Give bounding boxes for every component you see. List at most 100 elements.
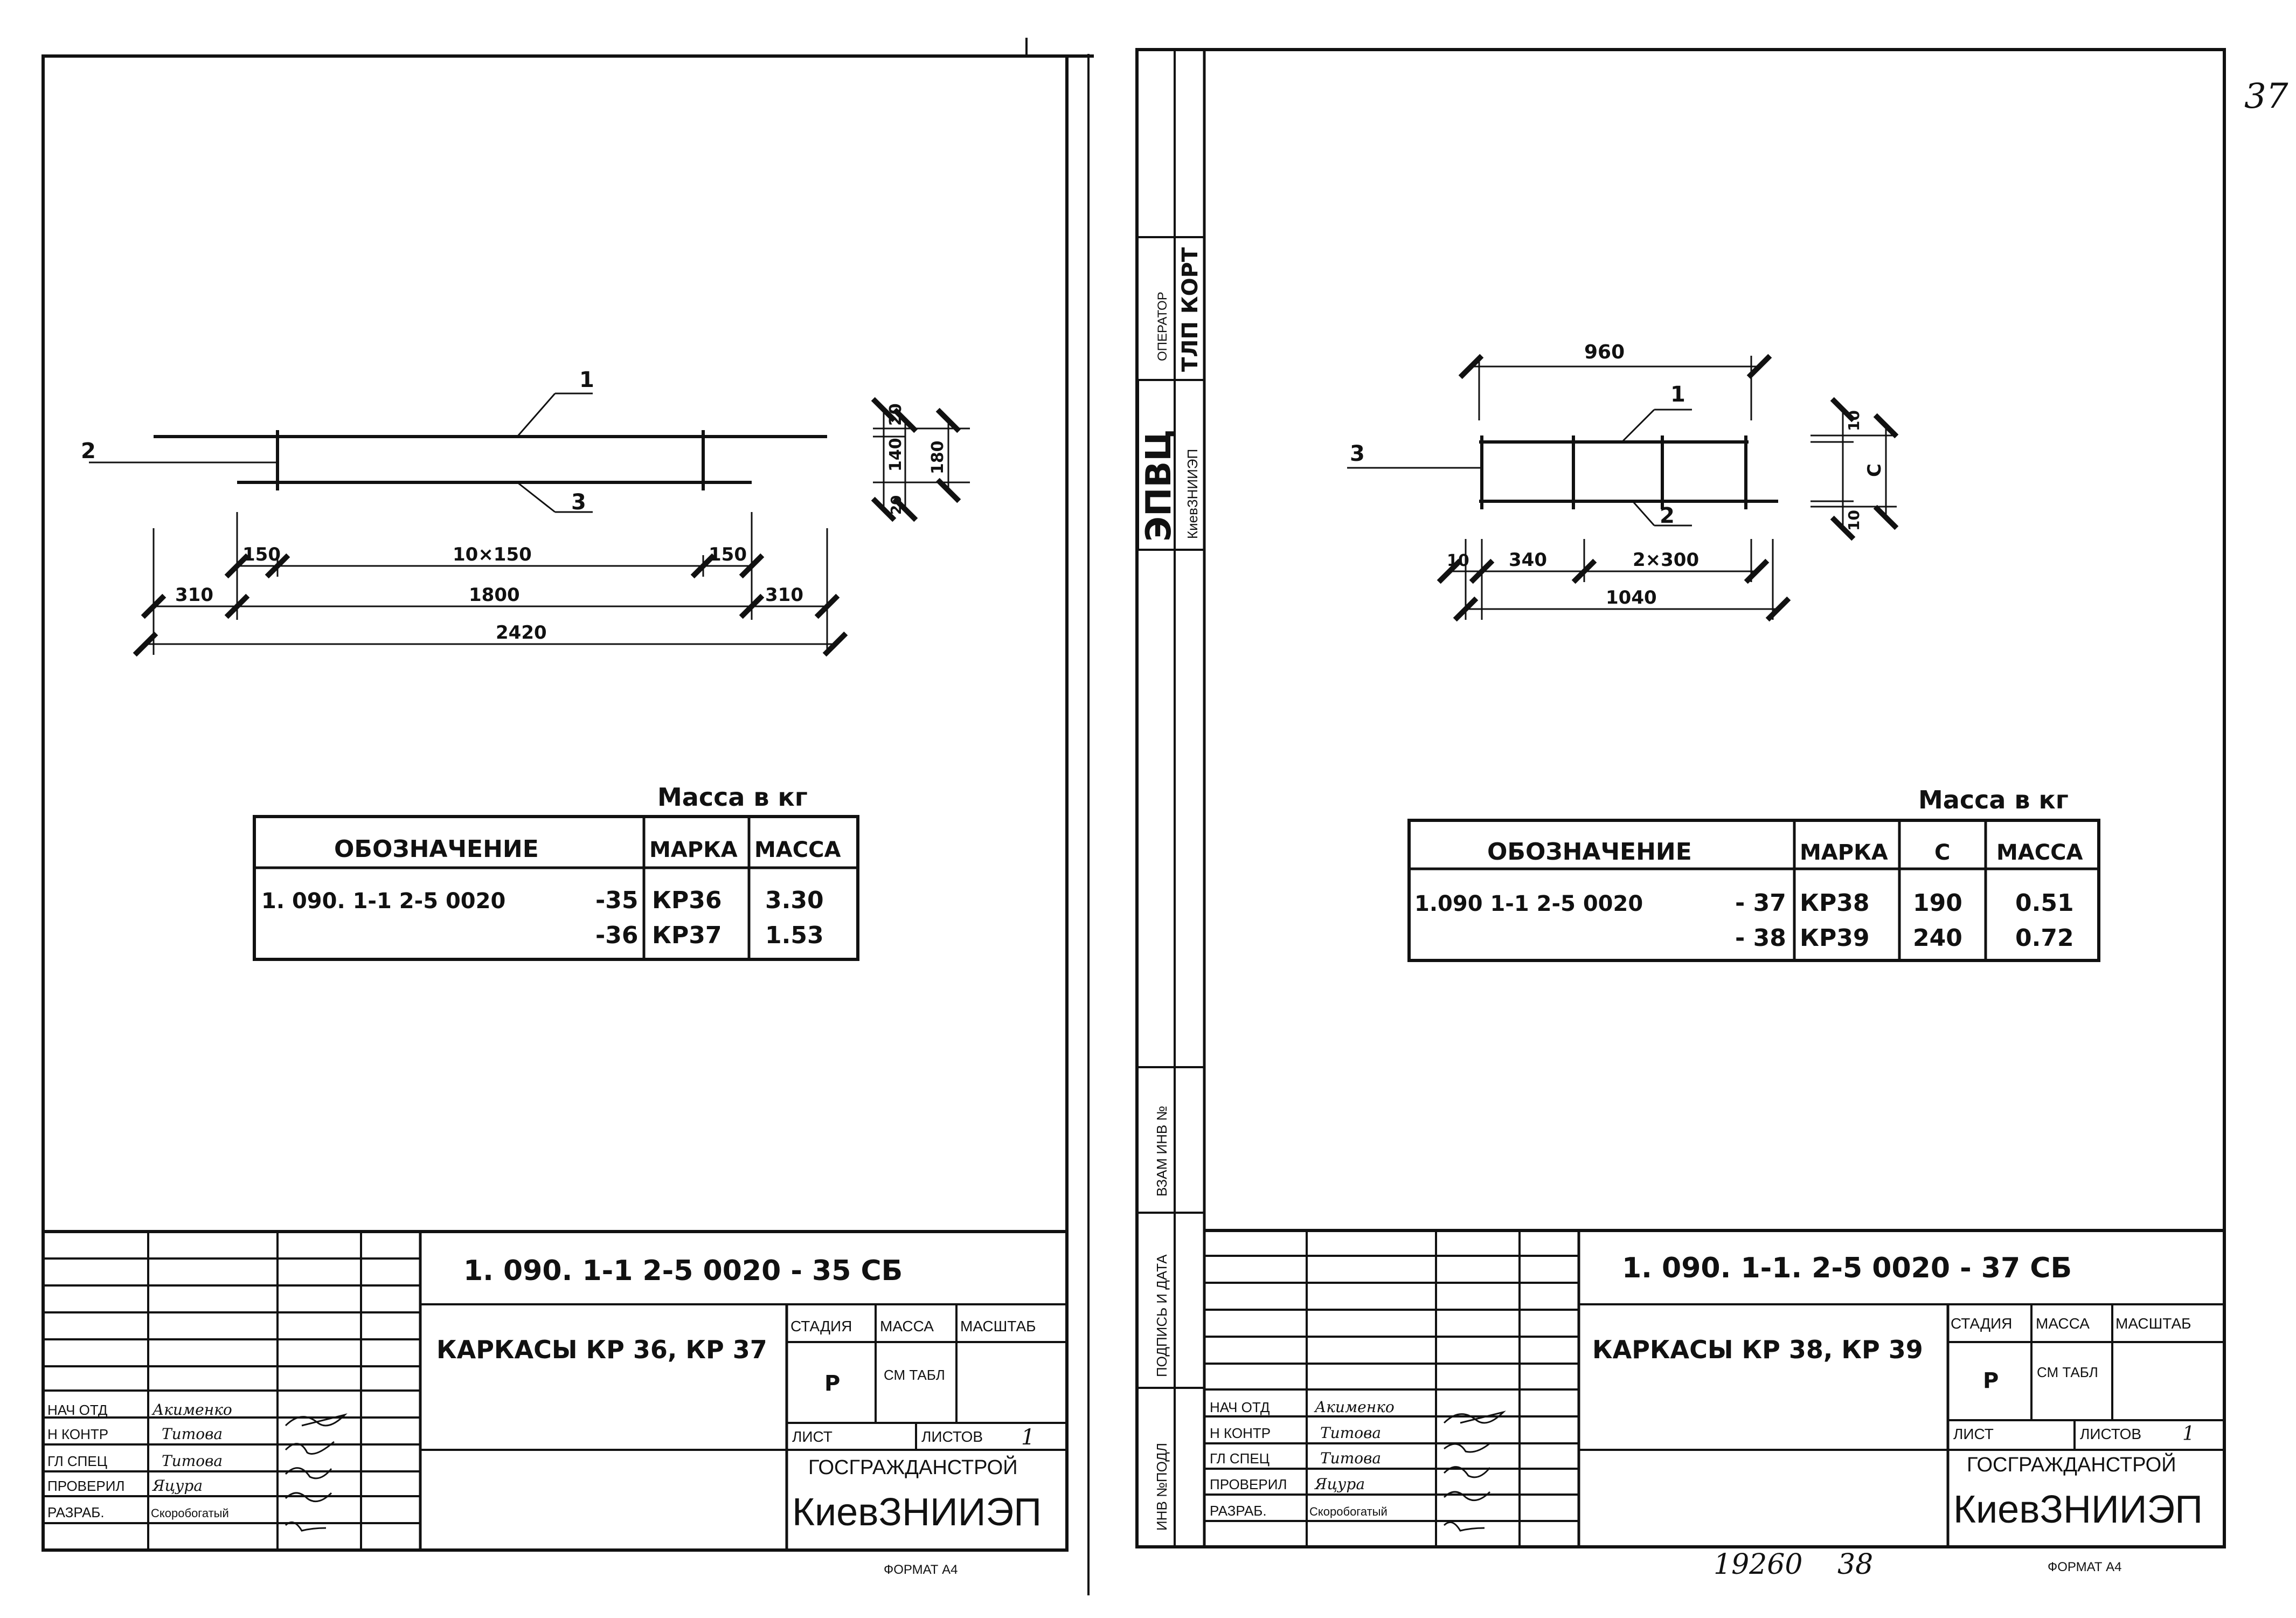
dim-960: 960 xyxy=(1584,341,1625,363)
stamp-inv-orig: ИНВ №ПОДЛ xyxy=(1154,1443,1170,1531)
right-sheet-label: ЛИСТ xyxy=(1953,1426,1994,1442)
right-role-4: РАЗРАБ. xyxy=(1210,1503,1267,1519)
left-name-2: Титова xyxy=(162,1452,223,1470)
left-row2-suffix: -36 xyxy=(595,922,639,949)
right-row2-mark: КР39 xyxy=(1800,924,1869,952)
right-mass-caption: Масса в кг xyxy=(1918,785,2069,814)
left-mass-ref: СМ ТАБЛ xyxy=(884,1367,945,1383)
right-org2: КиевЗНИИЭП xyxy=(1953,1488,2203,1531)
left-name-4: Скоробогатый xyxy=(151,1506,229,1520)
stamp-number-left: 19260 xyxy=(1714,1548,1802,1581)
stamp-sign-date: ПОДПИСЬ И ДАТА xyxy=(1154,1254,1170,1377)
dim-310-b: 310 xyxy=(765,584,803,606)
left-assembly-drawing xyxy=(89,392,827,513)
stamp-operator-value: ТЛП КОРТ xyxy=(1178,247,1203,372)
dim-340: 340 xyxy=(1509,549,1547,571)
right-name-4: Скоробогатый xyxy=(1309,1505,1388,1518)
right-name-2: Титова xyxy=(1320,1449,1381,1467)
vdim-c: С xyxy=(1864,464,1885,477)
dim-310-a: 310 xyxy=(175,584,213,606)
page-annotations: 37 19260 38 xyxy=(1714,77,2288,1581)
right-dimensions xyxy=(1437,354,1899,622)
left-th-mass: МАССА xyxy=(754,838,841,862)
stamp-number-right: 38 xyxy=(1837,1548,1873,1581)
left-format: ФОРМАТ А4 xyxy=(884,1562,958,1577)
right-stage-label: СТАДИЯ xyxy=(1951,1315,2012,1332)
right-doc-name: КАРКАСЫ КР 38, КР 39 xyxy=(1592,1335,1923,1364)
vdim-10-a: 10 xyxy=(1845,410,1863,431)
stamp-inv-replace: ВЗАМ ИНВ № xyxy=(1154,1106,1170,1197)
left-sheet-label: ЛИСТ xyxy=(792,1428,833,1445)
right-th-c: С xyxy=(1934,840,1950,865)
left-role-1: Н КОНТР xyxy=(47,1426,108,1442)
right-sheets-label: ЛИСТОВ xyxy=(2080,1426,2141,1442)
dim-2420: 2420 xyxy=(496,622,547,644)
left-name-3: Яцура xyxy=(151,1477,203,1495)
right-row2-c: 240 xyxy=(1913,924,1962,952)
right-name-3: Яцура xyxy=(1314,1475,1365,1493)
right-role-0: НАЧ ОТД xyxy=(1210,1399,1270,1415)
dim-10x150: 10×150 xyxy=(453,544,532,565)
right-row1-suffix: - 37 xyxy=(1735,889,1786,917)
left-mass-table xyxy=(253,815,859,961)
dim-150-b: 150 xyxy=(709,544,747,565)
page-number: 37 xyxy=(2244,77,2288,116)
left-row1-mark: КР36 xyxy=(652,887,722,914)
left-role-2: ГЛ СПЕЦ xyxy=(47,1453,107,1469)
left-sheets: 1 xyxy=(1021,1425,1035,1450)
left-row2-mark: КР37 xyxy=(652,922,722,949)
right-pos-2: 2 xyxy=(1660,503,1675,528)
left-role-0: НАЧ ОТД xyxy=(47,1402,108,1418)
left-title-block xyxy=(43,1230,1067,1552)
right-org1: ГОСГРАЖДАНСТРОЙ xyxy=(1967,1452,2176,1476)
right-role-2: ГЛ СПЕЦ xyxy=(1210,1450,1270,1467)
right-role-1: Н КОНТР xyxy=(1210,1425,1271,1441)
left-signatures xyxy=(285,1413,348,1532)
left-row2-mass: 1.53 xyxy=(765,922,824,949)
right-sheet xyxy=(1135,48,2226,1548)
stamp-org-small: КиевЗНИИЭП xyxy=(1184,449,1201,539)
dim-20-b: 20 xyxy=(889,495,905,515)
right-sheets: 1 xyxy=(2182,1423,2195,1445)
right-mass-ref: СМ ТАБЛ xyxy=(2037,1364,2098,1380)
right-pos-3: 3 xyxy=(1350,441,1365,466)
left-scale-label: МАСШТАБ xyxy=(960,1318,1036,1334)
left-stage-label: СТАДИЯ xyxy=(790,1318,852,1334)
right-mass-label: МАССА xyxy=(2036,1315,2090,1332)
left-drawing-text: 1 2 3 150 10×150 150 310 1800 310 2420 2… xyxy=(81,368,947,949)
left-row1-designation: 1. 090. 1-1 2-5 0020 xyxy=(261,889,505,914)
right-pos-1: 1 xyxy=(1670,382,1685,407)
left-stage: Р xyxy=(824,1371,840,1396)
right-th-designation: ОБОЗНАЧЕНИЕ xyxy=(1487,838,1692,866)
right-scale-label: МАСШТАБ xyxy=(2115,1315,2191,1332)
dim-2x300: 2×300 xyxy=(1633,549,1699,571)
vdim-10-b: 10 xyxy=(1845,510,1863,531)
right-row1-c: 190 xyxy=(1913,889,1962,917)
right-row2-mass: 0.72 xyxy=(2015,924,2074,952)
left-dimensions xyxy=(133,397,970,657)
dim-10: 10 xyxy=(1447,551,1469,570)
dim-1800: 1800 xyxy=(469,584,520,606)
left-pos-2: 2 xyxy=(81,439,96,464)
left-th-designation: ОБОЗНАЧЕНИЕ xyxy=(334,835,539,863)
left-org1: ГОСГРАЖДАНСТРОЙ xyxy=(808,1455,1018,1479)
left-doc-name: КАРКАСЫ КР 36, КР 37 xyxy=(436,1335,767,1364)
left-row1-suffix: -35 xyxy=(595,887,639,914)
right-mass-table xyxy=(1407,819,2100,962)
right-th-mark: МАРКА xyxy=(1800,840,1888,865)
right-name-1: Титова xyxy=(1320,1424,1381,1442)
dim-20: 20 xyxy=(886,403,905,426)
right-row1-mark: КР38 xyxy=(1800,889,1869,917)
left-row1-mass: 3.30 xyxy=(765,887,824,914)
left-doc-code: 1. 090. 1-1 2-5 0020 - 35 СБ xyxy=(463,1255,903,1287)
dim-180: 180 xyxy=(928,440,947,474)
right-role-3: ПРОВЕРИЛ xyxy=(1210,1476,1287,1492)
side-stamp-text: ЭПВЦ КиевЗНИИЭП ОПЕРАТОР ТЛП КОРТ ВЗАМ И… xyxy=(1139,247,1203,1531)
left-sheets-label: ЛИСТОВ xyxy=(921,1428,983,1445)
left-mass-label: МАССА xyxy=(880,1318,934,1334)
right-format: ФОРМАТ А4 xyxy=(2048,1560,2121,1574)
stamp-operator-label: ОПЕРАТОР xyxy=(1155,292,1170,361)
right-stage: Р xyxy=(1983,1368,1999,1393)
left-pos-1: 1 xyxy=(579,368,594,392)
